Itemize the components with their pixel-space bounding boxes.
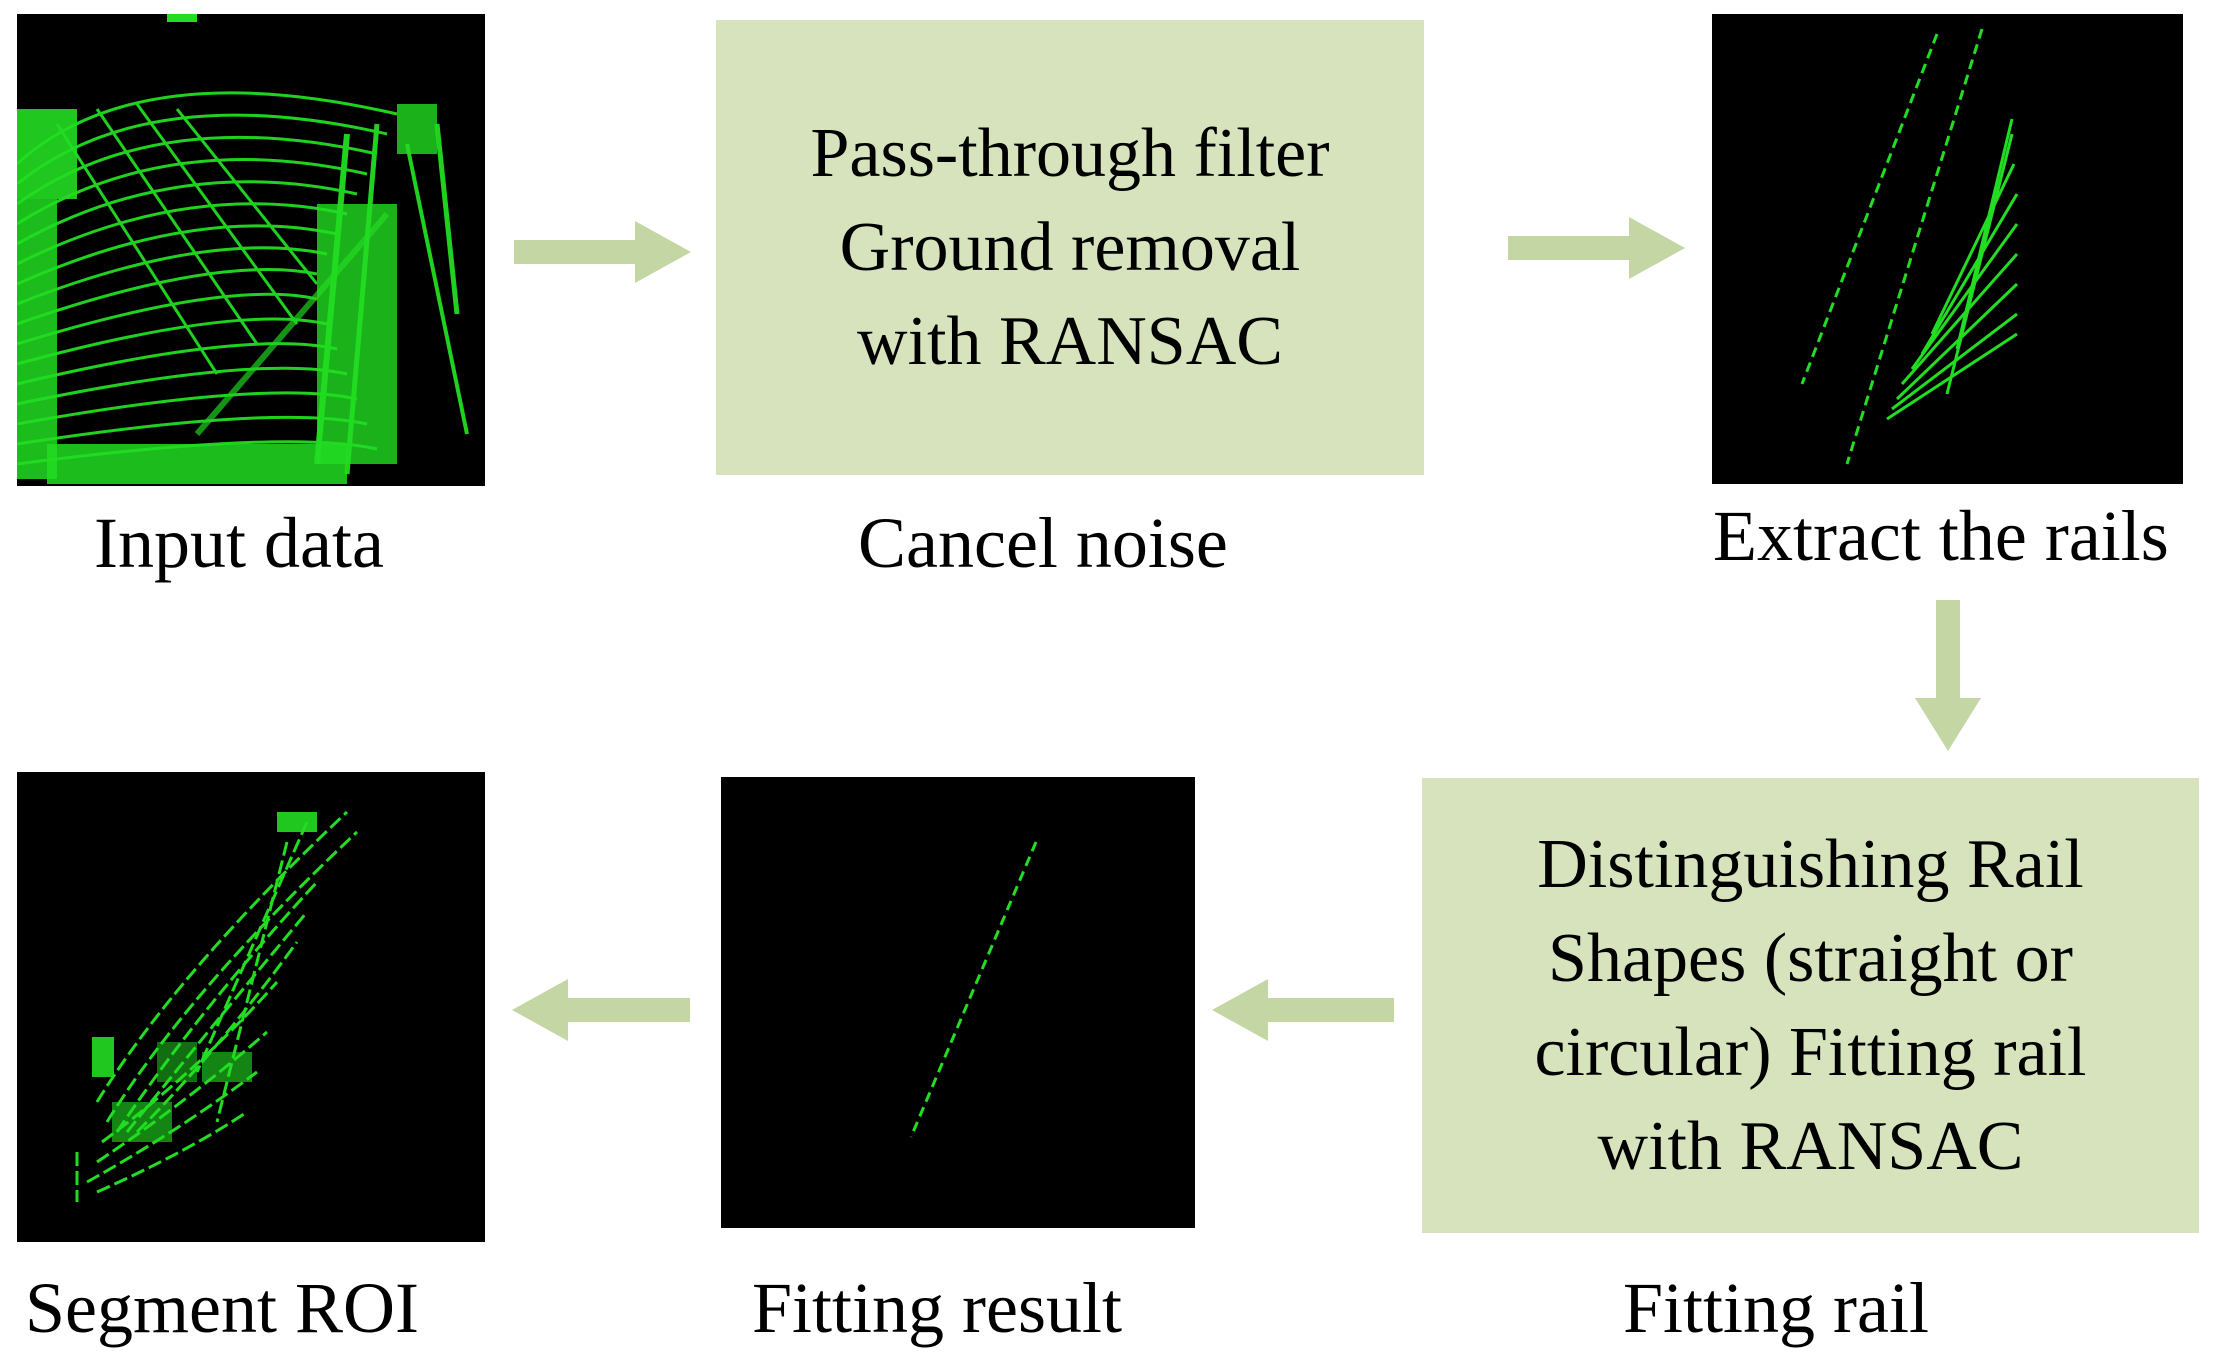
arrow-right-2-shape (1508, 217, 1685, 279)
fitting-rail-line-2: Shapes (straight or (1548, 919, 2073, 997)
cancel-noise-line-2: Ground removal (839, 208, 1301, 286)
cancel-noise-box: Pass-through filter Ground removal with … (716, 20, 1424, 475)
fitting-rail-line-3: circular) Fitting rail (1534, 1013, 2087, 1091)
arrow-right-2 (1508, 217, 1685, 279)
caption-input-data: Input data (94, 503, 384, 583)
input-data-pointcloud (17, 14, 469, 484)
arrow-left-5 (512, 979, 690, 1041)
segment-roi-image (17, 772, 485, 1242)
fitting-result-image (721, 777, 1195, 1228)
fitting-rail-line-4: with RANSAC (1597, 1107, 2024, 1185)
segment-roi-pointcloud (75, 810, 359, 1202)
input-data-image (17, 14, 485, 486)
arrow-left-5-shape (512, 979, 690, 1041)
caption-extract-rails: Extract the rails (1713, 496, 2169, 576)
caption-cancel-noise: Cancel noise (858, 503, 1228, 583)
arrow-left-4 (1212, 979, 1394, 1041)
fitting-rail-line-1: Distinguishing Rail (1537, 825, 2084, 903)
caption-segment-roi: Segment ROI (25, 1268, 419, 1348)
fitting-rail-box: Distinguishing Rail Shapes (straight or … (1422, 778, 2199, 1233)
fitting-result-pointcloud (909, 841, 1038, 1138)
extract-rails-image (1712, 14, 2183, 484)
arrow-down-3-shape (1915, 600, 1981, 751)
caption-fitting-rail: Fitting rail (1623, 1268, 1929, 1348)
arrow-right-1 (514, 221, 691, 283)
arrow-right-1-shape (514, 221, 691, 283)
cancel-noise-line-3: with RANSAC (857, 302, 1283, 380)
fitted-rail-line (909, 841, 1038, 1138)
cancel-noise-line-1: Pass-through filter (810, 114, 1330, 192)
caption-fitting-result: Fitting result (752, 1268, 1123, 1348)
extract-rails-pointcloud (1800, 28, 2019, 465)
arrow-left-4-shape (1212, 979, 1394, 1041)
arrow-down-3 (1915, 600, 1981, 751)
